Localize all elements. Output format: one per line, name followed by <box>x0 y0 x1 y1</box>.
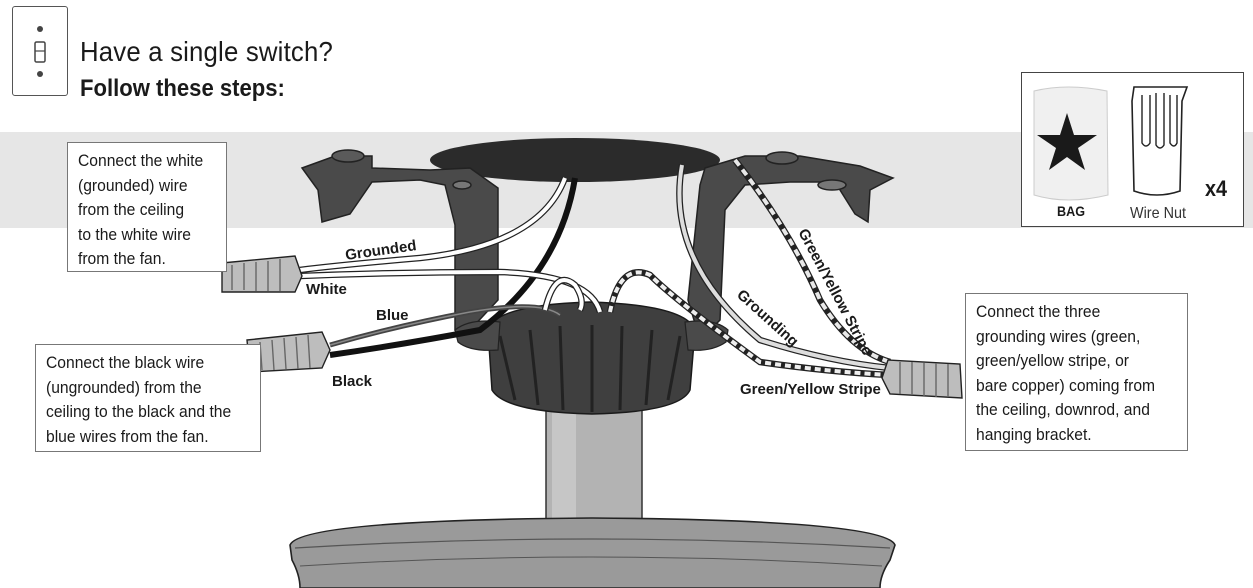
instruction-grounding-wires: Connect the three grounding wires (green… <box>965 293 1188 451</box>
light-switch-icon <box>12 6 68 96</box>
wire-nut-label: Wire Nut <box>1130 205 1187 222</box>
instruction-black-wire: Connect the black wire (ungrounded) from… <box>35 344 261 452</box>
instruction-white-wire: Connect the white (grounded) wire from t… <box>67 142 227 272</box>
page-title: Have a single switch? <box>80 36 333 67</box>
wire-label-blue: Blue <box>376 307 409 324</box>
wires <box>299 157 892 379</box>
wire-label-green-yellow-lower: Green/Yellow Stripe <box>740 381 881 398</box>
wire-nut-quantity: x4 <box>1205 176 1228 201</box>
page-subtitle: Follow these steps: <box>80 75 285 102</box>
hardware-inventory-box <box>1021 72 1244 227</box>
bag-label: BAG <box>1057 203 1086 219</box>
fan-motor-housing <box>289 517 896 588</box>
wire-nut-icon <box>1131 86 1189 196</box>
hanger-ball-mount <box>454 301 729 415</box>
wire-nut-ground <box>881 359 963 399</box>
star-bag-icon <box>1033 86 1109 201</box>
wire-label-black: Black <box>332 373 373 390</box>
wire-label-white: White <box>306 281 347 298</box>
wire-nut-white <box>221 255 303 293</box>
wire-label-green-yellow-upper: Green/Yellow Stripe <box>794 226 875 358</box>
ceiling-outlet-box <box>430 138 720 182</box>
